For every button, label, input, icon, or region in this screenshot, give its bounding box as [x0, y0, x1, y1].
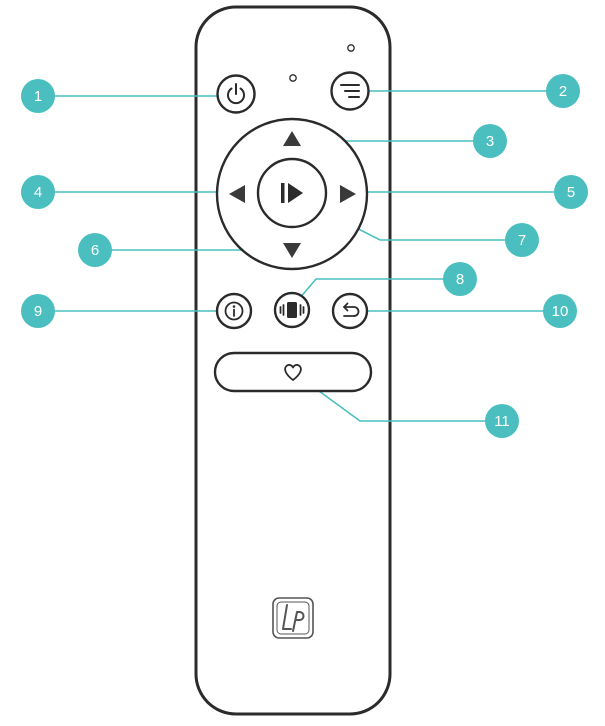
heart-icon [284, 364, 302, 381]
menu-icon [340, 84, 360, 98]
menu-button[interactable] [330, 71, 370, 111]
callout-5: 5 [554, 175, 588, 209]
power-button[interactable] [216, 74, 256, 114]
svg-text:8: 8 [456, 271, 464, 288]
play-pause-icon [281, 183, 303, 203]
play-pause-button[interactable] [256, 157, 328, 229]
svg-text:3: 3 [486, 133, 494, 150]
arrow-right-icon[interactable] [340, 185, 356, 203]
power-icon [227, 83, 245, 105]
favorite-button[interactable] [213, 351, 373, 393]
callout-3: 3 [473, 124, 507, 158]
svg-text:10: 10 [552, 303, 569, 320]
arrow-left-icon[interactable] [229, 185, 245, 203]
info-button[interactable] [215, 292, 253, 330]
vibrate-icon [279, 302, 305, 318]
lp-logo [272, 597, 314, 639]
info-icon [224, 301, 244, 321]
callout-11: 11 [485, 404, 519, 438]
indicator-led-top [347, 44, 355, 52]
svg-text:2: 2 [559, 83, 567, 100]
svg-text:4: 4 [34, 184, 42, 201]
vibrate-button[interactable] [273, 291, 311, 329]
back-icon [343, 302, 360, 317]
callout-7: 7 [505, 223, 539, 257]
callout-8: 8 [443, 262, 477, 296]
svg-text:7: 7 [518, 232, 526, 249]
svg-text:6: 6 [91, 242, 99, 259]
callout-2: 2 [546, 74, 580, 108]
callout-9: 9 [21, 294, 55, 328]
svg-text:9: 9 [34, 303, 42, 320]
indicator-led-mid [289, 74, 297, 82]
callout-10: 10 [543, 294, 577, 328]
back-button[interactable] [331, 292, 369, 330]
callout-4: 4 [21, 175, 55, 209]
arrow-down-icon[interactable] [283, 243, 301, 258]
svg-text:1: 1 [34, 88, 42, 105]
svg-text:11: 11 [494, 413, 510, 430]
callout-6: 6 [78, 233, 112, 267]
arrow-up-icon[interactable] [283, 131, 301, 146]
callout-1: 1 [21, 79, 55, 113]
svg-text:5: 5 [567, 184, 575, 201]
